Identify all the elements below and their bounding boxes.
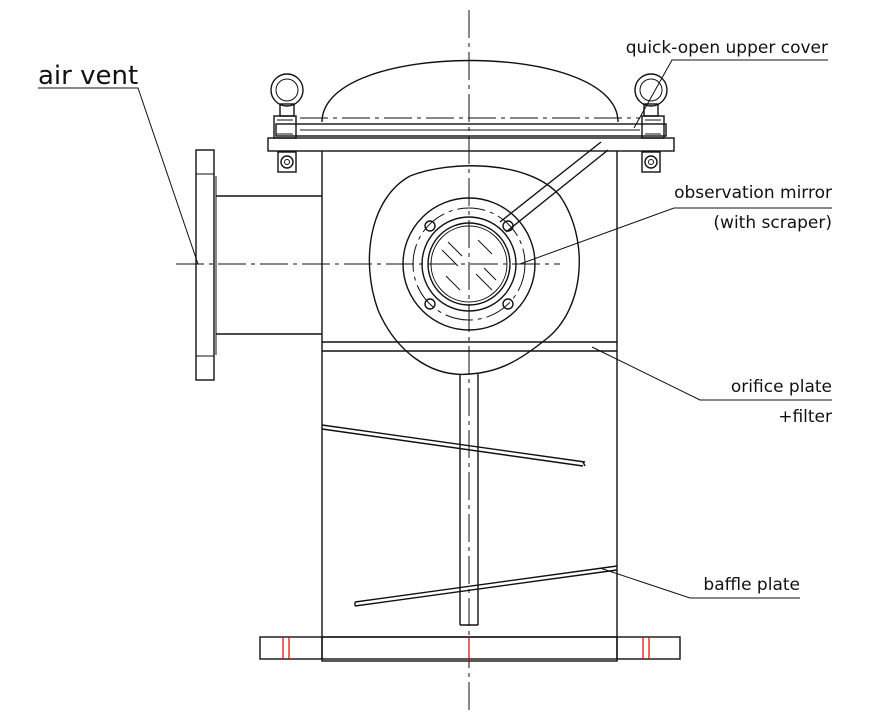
side-nozzle — [195, 149, 322, 381]
leader-lines — [38, 59, 832, 599]
upper-cover-label: quick-open upper cover — [626, 38, 828, 58]
orifice-leader — [591, 346, 832, 401]
baffle-label: baffle plate — [703, 575, 800, 595]
left-eye-bolt — [270, 73, 304, 173]
air-vent-label: air vent — [38, 61, 138, 91]
upper-baffle — [321, 424, 586, 467]
scraper-rod — [499, 141, 609, 233]
upper-cover-leader — [633, 59, 828, 129]
upper-cover-flange — [267, 123, 675, 152]
lower-baffle — [354, 565, 618, 607]
mirror-label-line1: observation mirror — [674, 183, 832, 203]
air-vent-leader — [38, 87, 199, 265]
orifice-plate — [322, 341, 617, 352]
observation-mirror — [368, 165, 580, 376]
housing-body — [321, 151, 618, 637]
right-eye-bolt — [634, 73, 668, 173]
central-pipe — [459, 374, 479, 626]
baffle-leader — [599, 567, 800, 599]
orifice-label-line2: +filter — [778, 407, 832, 427]
mirror-leader — [519, 207, 832, 265]
mirror-label-line2: (with scraper) — [713, 213, 832, 233]
dome-cover — [321, 59, 619, 123]
base-flange — [259, 636, 681, 662]
orifice-label-line1: orifice plate — [731, 377, 832, 397]
